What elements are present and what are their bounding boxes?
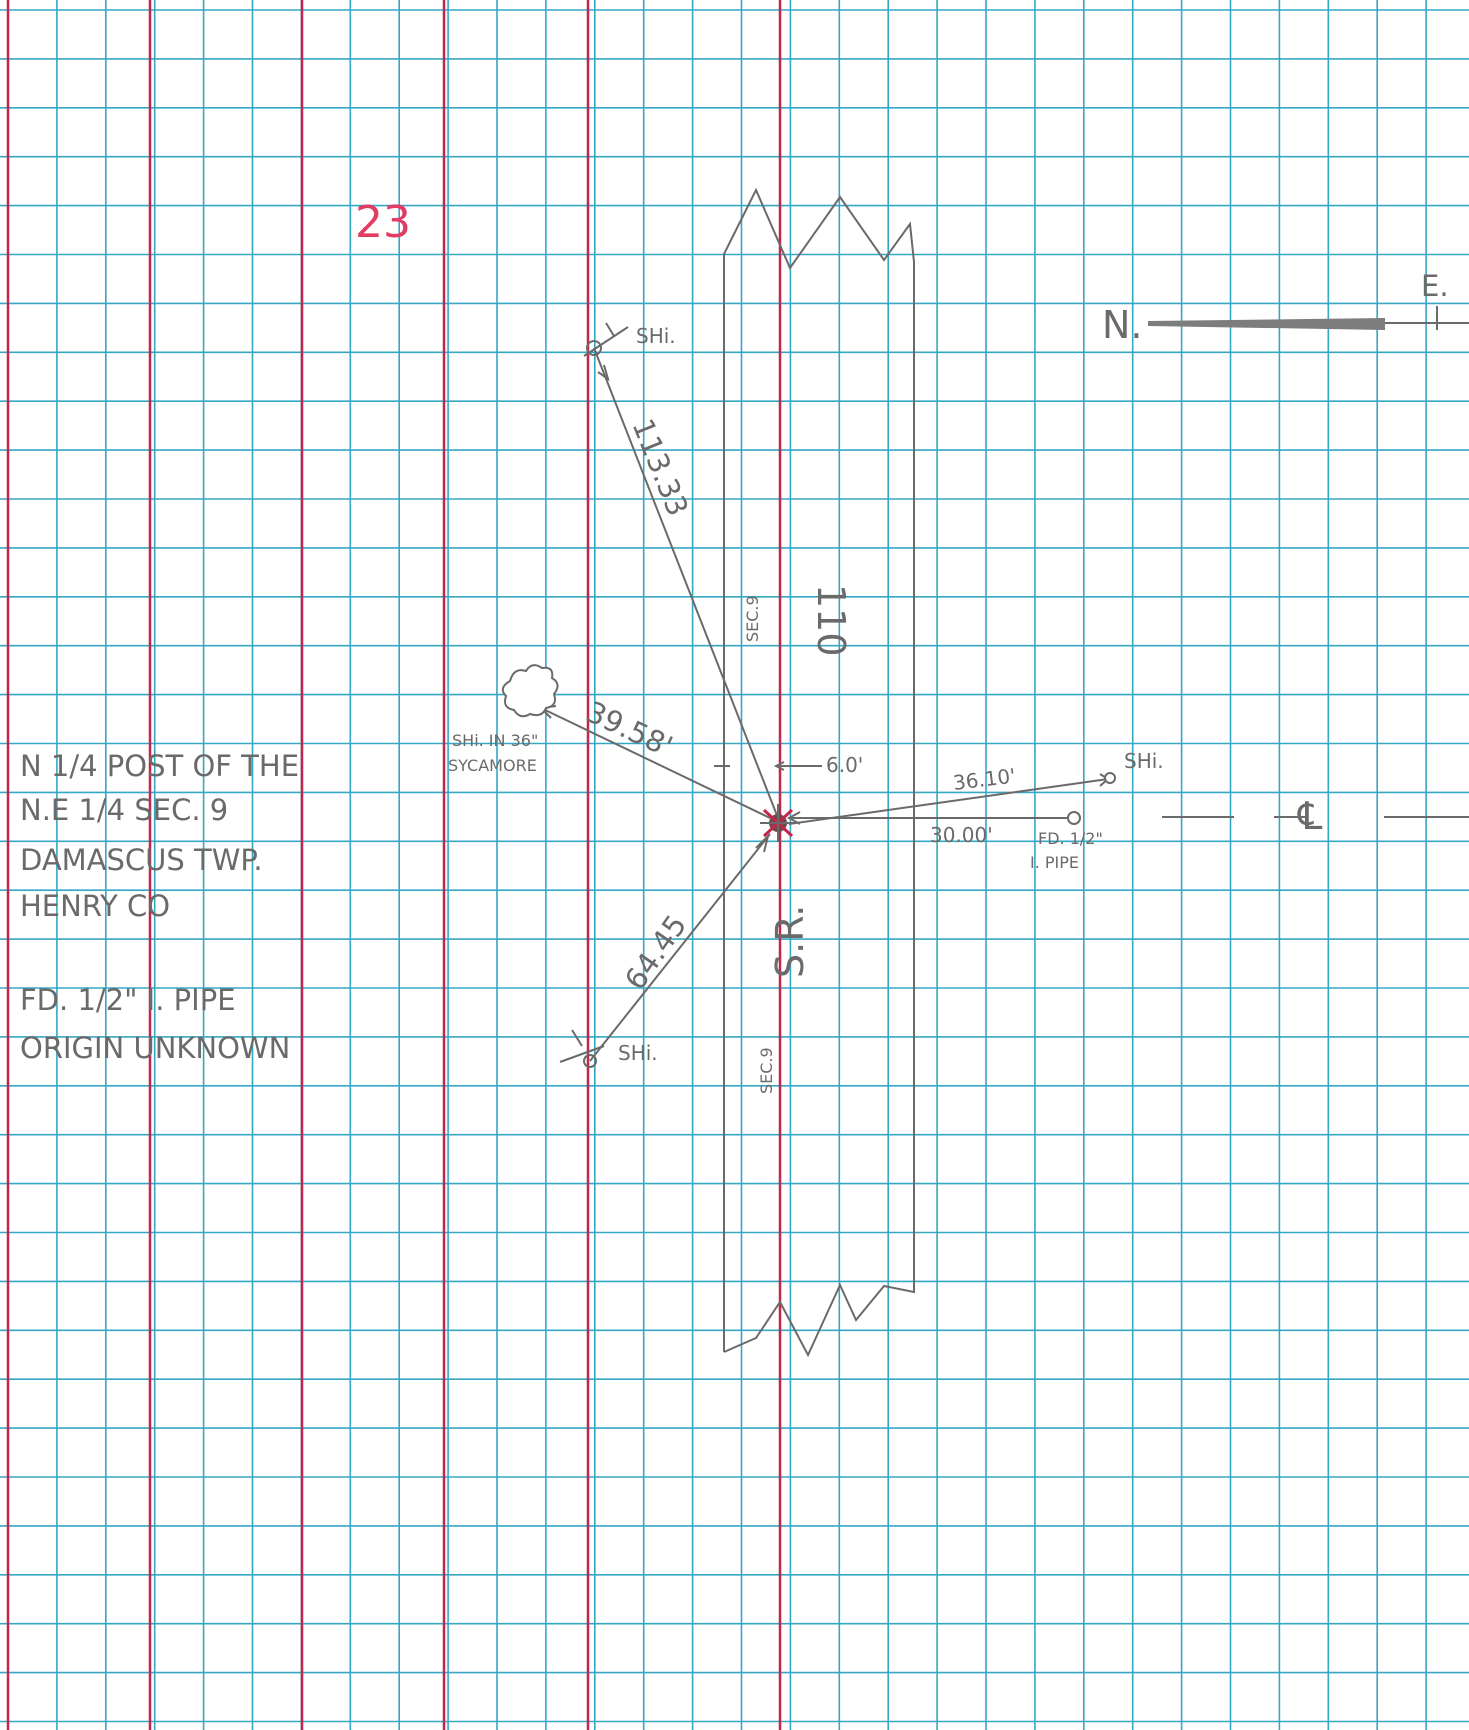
note-line-1: N 1/4 POST OF THE (20, 749, 299, 783)
note-line-3: DAMASCUS TWP. (20, 843, 263, 877)
margin-rules (6, 0, 782, 1730)
south-tree-marker-icon (559, 1029, 605, 1068)
iron-pipe-icon (1067, 811, 1081, 825)
sycamore-tree-icon (501, 664, 559, 718)
pipe-label-line2: I. PIPE (1030, 853, 1079, 872)
north-arrow-icon (1148, 306, 1469, 330)
road-outline (723, 187, 915, 1358)
note-line-2: N.E 1/4 SEC. 9 (20, 793, 228, 827)
route-number: 110 (809, 584, 853, 657)
centerline-symbol: ℄ (1297, 794, 1323, 838)
east-label: E. (1421, 269, 1449, 303)
north-tree-label: SHi. (636, 324, 676, 348)
page-number: 23 (355, 197, 411, 248)
route-prefix: S.R. (768, 905, 812, 978)
south-tree-label: SHi. (618, 1041, 658, 1065)
north-label: N. (1102, 303, 1143, 347)
east-tree-marker-icon (1104, 772, 1116, 784)
pipe-distance: 30.00' (930, 823, 993, 847)
section-label-upper: SEC.9 (743, 595, 762, 642)
sycamore-label-line2: SYCAMORE (448, 756, 537, 775)
note-line-6: ORIGIN UNKNOWN (20, 1031, 290, 1065)
note-line-5: FD. 1/2" I. PIPE (20, 983, 236, 1017)
pipe-label-line1: FD. 1/2" (1038, 829, 1103, 848)
sycamore-label-line1: SHi. IN 36" (452, 731, 538, 750)
road-offset: 6.0' (826, 753, 863, 777)
east-tree-label: SHi. (1124, 749, 1164, 773)
note-line-4: HENRY CO (20, 889, 170, 923)
north-tree-marker-icon (583, 322, 629, 357)
monument-icon (760, 804, 796, 842)
section-label-lower: SEC.9 (757, 1047, 776, 1094)
